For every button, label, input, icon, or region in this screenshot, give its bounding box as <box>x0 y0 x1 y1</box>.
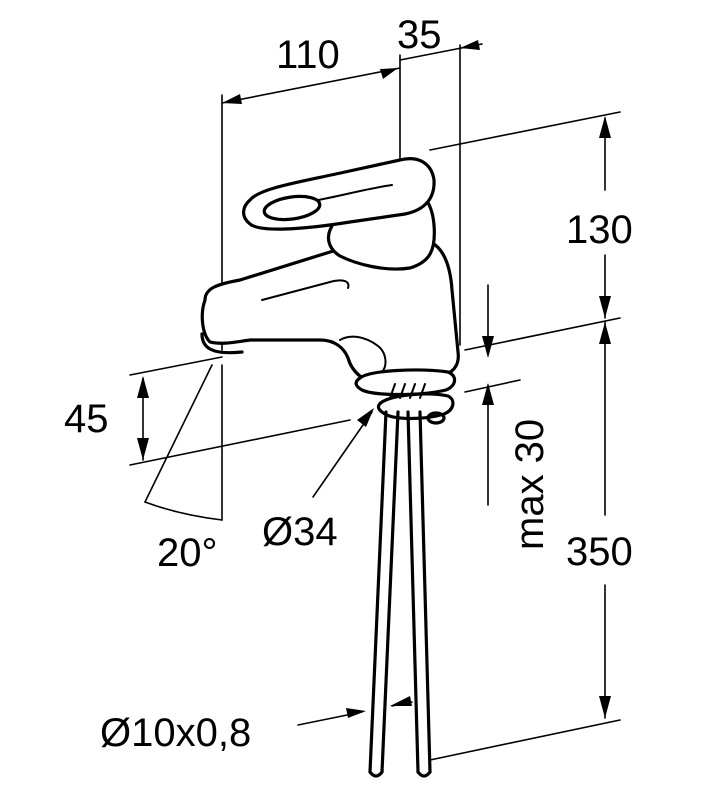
angle-20-ray <box>144 364 213 503</box>
dim-130-arrow-top <box>599 116 611 138</box>
dim-45-arrow-top <box>137 376 149 398</box>
label-max-thickness: max 30 <box>508 419 552 550</box>
dim-110-arrow-left <box>222 94 242 104</box>
lever-handle-grip-hole <box>262 194 322 222</box>
dim-130-arrow-bottom <box>599 296 611 318</box>
label-height-lower: 350 <box>566 530 633 574</box>
label-height-upper: 130 <box>566 208 633 252</box>
threaded-shank <box>389 383 426 399</box>
faucet-drawing <box>200 157 460 778</box>
flexible-hoses <box>368 410 432 778</box>
dim-45-arrow-bottom <box>137 438 149 460</box>
hose-2-left <box>406 410 420 774</box>
label-base-diameter: Ø34 <box>262 510 338 554</box>
label-spout-reach: 110 <box>276 33 340 77</box>
dim-d34-leader <box>312 411 373 498</box>
dim-110-line <box>221 67 401 104</box>
dimension-lines <box>129 40 621 761</box>
dim-350-arrow-top <box>599 322 611 344</box>
label-handle-offset: 35 <box>397 13 442 57</box>
dim-hose-arrow-left <box>346 708 366 718</box>
counter-level-reference-line <box>129 419 351 466</box>
hose-1-end <box>368 770 384 778</box>
dim-max30-ext <box>464 379 521 393</box>
lever-handle <box>242 157 436 231</box>
hose-2-right <box>418 410 432 774</box>
dimension-labels: 110 35 130 350 45 20° Ø34 max 30 Ø10x0,8 <box>64 13 633 755</box>
dim-max30-arrow-bottom <box>482 383 494 405</box>
dim-hose-arrow-right <box>390 696 412 706</box>
spout-aerator <box>200 332 244 355</box>
label-spout-angle: 20° <box>157 531 218 575</box>
label-spout-height: 45 <box>64 397 109 441</box>
angle-20-arc <box>144 501 223 521</box>
dim-max30-arrow-top <box>482 336 494 358</box>
hose-1-right <box>380 410 400 774</box>
lever-handle-edge <box>317 184 393 201</box>
mounting-washer <box>354 368 457 397</box>
dim-350-arrow-bottom <box>599 696 611 718</box>
top-reference-line <box>429 111 621 151</box>
spout-level-reference-line <box>129 356 223 376</box>
dim-d34-arrow <box>357 408 374 427</box>
spout-highlight <box>261 279 350 301</box>
label-hose-spec: Ø10x0,8 <box>100 711 251 755</box>
hose-2-end <box>416 770 432 778</box>
body-underside-curve <box>339 335 387 373</box>
hose-1-left <box>368 410 388 774</box>
dim-110-arrow-right <box>380 68 398 79</box>
bottom-reference-line <box>429 719 621 761</box>
mounting-stud <box>426 411 446 425</box>
dim-35-arrow <box>460 40 480 50</box>
